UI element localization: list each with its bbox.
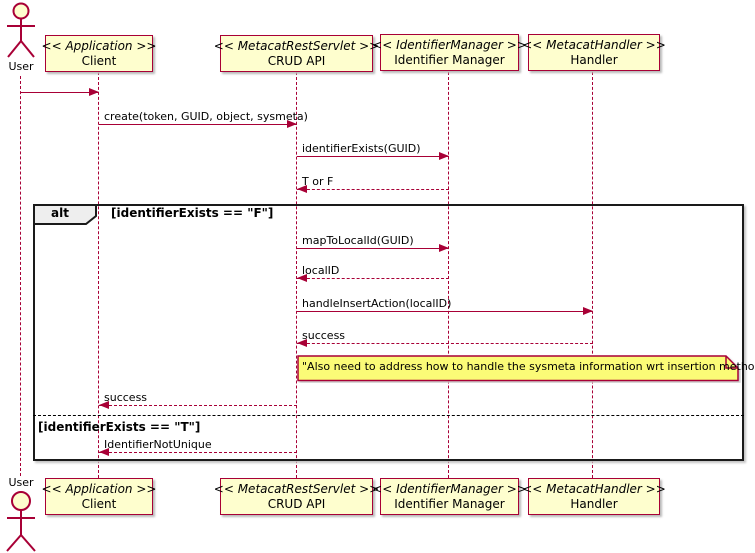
user-actor-label-bottom: User bbox=[8, 476, 34, 489]
alt-operator-label: alt bbox=[51, 206, 69, 220]
participant-handler-top: << MetacatHandler >> Handler bbox=[522, 34, 666, 71]
message-line-map-to-local-id bbox=[297, 248, 449, 249]
participant-name: CRUD API bbox=[267, 53, 326, 68]
arrowhead-icon bbox=[439, 244, 449, 252]
arrowhead-icon bbox=[297, 274, 307, 282]
participant-name: CRUD API bbox=[267, 496, 326, 511]
participant-client-top: << Application >> Client bbox=[42, 35, 156, 72]
message-label-create: create(token, GUID, object, sysmeta) bbox=[104, 110, 308, 123]
message-line-identifier-exists bbox=[297, 156, 449, 157]
message-line-t-or-f bbox=[297, 189, 449, 190]
message-label-t-or-f: T or F bbox=[302, 175, 334, 188]
message-label-success-handler: success bbox=[302, 329, 346, 342]
message-label-handle-insert: handleInsertAction(localID) bbox=[302, 297, 452, 310]
message-line-success-client bbox=[99, 405, 297, 406]
arrowhead-icon bbox=[583, 307, 593, 315]
message-line-handle-insert bbox=[297, 311, 593, 312]
message-line-identifier-not-unique bbox=[99, 452, 297, 453]
alt-operator-tab bbox=[33, 204, 97, 225]
alt-fragment-frame bbox=[33, 204, 744, 461]
message-line-create bbox=[99, 124, 297, 125]
participant-stereotype: << Application >> bbox=[41, 38, 157, 53]
arrowhead-icon bbox=[287, 120, 297, 128]
message-label-identifier-exists: identifierExists(GUID) bbox=[302, 142, 421, 155]
lifeline-crud-api bbox=[296, 72, 297, 478]
arrowhead-icon bbox=[297, 339, 307, 347]
participant-crud-api-top: << MetacatRestServlet >> CRUD API bbox=[214, 35, 379, 72]
participant-stereotype: << Application >> bbox=[41, 481, 157, 496]
alt-guard-true: [identifierExists == "T"] bbox=[38, 420, 201, 434]
message-label-local-id: localID bbox=[302, 264, 340, 277]
note-text: "Also need to address how to handle the … bbox=[302, 360, 755, 373]
participant-name: Handler bbox=[570, 496, 618, 511]
lifeline-user bbox=[20, 76, 21, 476]
message-line-local-id bbox=[297, 278, 449, 279]
user-actor-icon bbox=[7, 2, 35, 58]
lifeline-client bbox=[98, 72, 99, 478]
user-actor-label-top: User bbox=[8, 60, 34, 73]
arrowhead-icon bbox=[439, 152, 449, 160]
participant-client-bottom: << Application >> Client bbox=[42, 478, 156, 515]
participant-handler-bottom: << MetacatHandler >> Handler bbox=[522, 478, 666, 515]
note-shape bbox=[297, 355, 739, 382]
participant-stereotype: << IdentifierManager >> bbox=[372, 37, 527, 52]
participant-identifier-manager-bottom: << IdentifierManager >> Identifier Manag… bbox=[372, 478, 527, 515]
participant-stereotype: << MetacatRestServlet >> bbox=[213, 38, 380, 53]
participant-name: Identifier Manager bbox=[394, 496, 505, 511]
participant-name: Client bbox=[81, 53, 117, 68]
arrowhead-icon bbox=[99, 448, 109, 456]
message-label-identifier-not-unique: IdentifierNotUnique bbox=[104, 438, 212, 451]
arrowhead-icon bbox=[99, 401, 109, 409]
participant-stereotype: << MetacatRestServlet >> bbox=[213, 481, 380, 496]
alt-divider bbox=[33, 415, 744, 416]
message-label-map-to-local-id: mapToLocalId(GUID) bbox=[302, 234, 414, 247]
participant-name: Handler bbox=[570, 52, 618, 67]
user-actor-icon bbox=[6, 491, 36, 552]
participant-name: Client bbox=[81, 496, 117, 511]
arrowhead-icon bbox=[89, 88, 99, 96]
arrowhead-icon bbox=[297, 185, 307, 193]
message-label-success-client: success bbox=[104, 391, 148, 404]
lifeline-handler bbox=[592, 72, 593, 478]
participant-stereotype: << MetacatHandler >> bbox=[522, 481, 666, 496]
lifeline-identifier-manager bbox=[448, 72, 449, 478]
participant-identifier-manager-top: << IdentifierManager >> Identifier Manag… bbox=[372, 34, 527, 71]
alt-guard-false: [identifierExists == "F"] bbox=[111, 206, 274, 220]
participant-name: Identifier Manager bbox=[394, 52, 505, 67]
participant-crud-api-bottom: << MetacatRestServlet >> CRUD API bbox=[214, 478, 379, 515]
message-line-user-client bbox=[21, 92, 99, 93]
participant-stereotype: << IdentifierManager >> bbox=[372, 481, 527, 496]
message-line-success-handler bbox=[297, 343, 593, 344]
participant-stereotype: << MetacatHandler >> bbox=[522, 37, 666, 52]
